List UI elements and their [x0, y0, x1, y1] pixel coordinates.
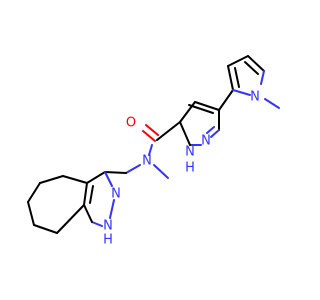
- lower-pyrazole-nh-label: N: [103, 219, 113, 234]
- bond: [104, 171, 127, 174]
- bond: [206, 126, 215, 134]
- structure-svg: O N N N H N N N H: [27, 55, 280, 248]
- pyrrole-nitrogen-label: N: [250, 90, 260, 105]
- bond: [227, 55, 249, 67]
- bond: [232, 89, 251, 96]
- bond: [145, 124, 159, 136]
- cycloheptane-ring: [27, 175, 88, 234]
- bond: [194, 101, 220, 111]
- bond: [56, 204, 85, 234]
- oxygen-label: O: [126, 116, 136, 131]
- bond: [179, 121, 191, 146]
- bond: [91, 221, 103, 227]
- lower-pyrazole-n-label: N: [111, 187, 121, 202]
- bond: [156, 121, 181, 141]
- bond: [179, 101, 196, 123]
- bond: [234, 67, 240, 88]
- bond: [33, 224, 58, 234]
- bond: [83, 182, 88, 206]
- upper-pyrazole-nh-label: N: [185, 145, 195, 160]
- upper-pyrazole-n-label: N: [201, 134, 211, 149]
- bond: [148, 144, 153, 156]
- lower-pyrazole-ring: [83, 171, 115, 227]
- atom-labels: O N N N H N N N H: [103, 90, 260, 248]
- bond: [27, 201, 35, 226]
- bond: [153, 164, 169, 179]
- bond: [109, 199, 115, 219]
- bond: [260, 70, 265, 85]
- bond: [39, 175, 64, 184]
- bond: [27, 182, 41, 203]
- bond: [104, 171, 113, 187]
- bond: [244, 61, 259, 75]
- pyrrole-ring: [218, 55, 280, 111]
- amide-group: [142, 121, 181, 156]
- bond: [86, 171, 106, 184]
- bond: [227, 65, 234, 91]
- upper-pyrazole-ring: [179, 101, 220, 146]
- lower-pyrazole-h-label: H: [103, 233, 113, 248]
- bond: [125, 164, 141, 174]
- bond: [264, 98, 280, 109]
- amide-n-substituents: [104, 164, 169, 179]
- bond: [188, 104, 214, 114]
- bond: [89, 185, 94, 204]
- amide-nitrogen-label: N: [142, 154, 152, 169]
- bond: [218, 89, 234, 111]
- molecule-structure: O N N N H N N N H: [27, 55, 280, 248]
- upper-pyrazole-h-label: H: [185, 161, 195, 176]
- bond: [247, 55, 265, 72]
- bond: [62, 175, 88, 184]
- bond: [210, 129, 220, 138]
- bond: [83, 204, 93, 223]
- bond: [142, 130, 156, 142]
